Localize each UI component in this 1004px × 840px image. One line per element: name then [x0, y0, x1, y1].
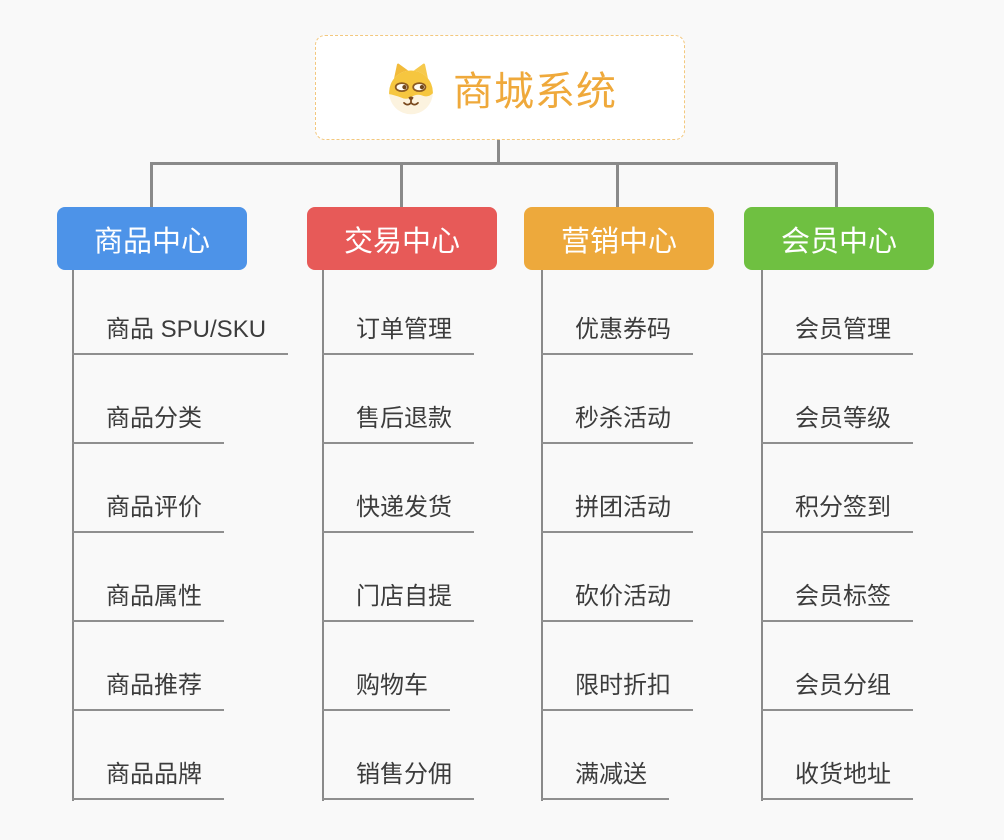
connector-horizontal: [150, 162, 838, 165]
branch-item[interactable]: 售后退款: [322, 403, 474, 444]
branch-node[interactable]: 商品中心: [57, 207, 247, 270]
branch-item[interactable]: 订单管理: [322, 314, 474, 355]
root-title: 商城系统: [453, 69, 617, 114]
branch-item[interactable]: 拼团活动: [541, 492, 693, 533]
connector-stub: [616, 164, 619, 207]
branch-column: 商品 SPU/SKU 商品分类商品评价商品属性商品推荐商品品牌: [72, 270, 314, 801]
branch-item[interactable]: 商品分类: [72, 403, 224, 444]
branch-column: 订单管理售后退款快递发货门店自提购物车销售分佣: [322, 270, 564, 801]
branch-item[interactable]: 商品评价: [72, 492, 224, 533]
branch-item[interactable]: 销售分佣: [322, 759, 474, 800]
branch-item[interactable]: 商品品牌: [72, 759, 224, 800]
branch-item[interactable]: 会员分组: [761, 670, 913, 711]
root-node[interactable]: 商城系统: [315, 35, 685, 140]
branch-item[interactable]: 优惠券码: [541, 314, 693, 355]
branch-item[interactable]: 砍价活动: [541, 581, 693, 622]
branch-item[interactable]: 收货地址: [761, 759, 913, 800]
connector-stub: [835, 164, 838, 207]
branch-item[interactable]: 秒杀活动: [541, 403, 693, 444]
branch-item[interactable]: 满减送: [541, 759, 669, 800]
branch-node[interactable]: 会员中心: [744, 207, 934, 270]
branch-item[interactable]: 会员标签: [761, 581, 913, 622]
branch-item[interactable]: 限时折扣: [541, 670, 693, 711]
branch-item[interactable]: 商品属性: [72, 581, 224, 622]
doge-icon: [389, 63, 433, 114]
connector-stub: [400, 164, 403, 207]
branch-node[interactable]: 交易中心: [307, 207, 497, 270]
connector-root-stub: [497, 140, 500, 165]
branch-column: 会员管理会员等级积分签到会员标签会员分组收货地址: [761, 270, 1003, 801]
branch-item[interactable]: 快递发货: [322, 492, 474, 533]
branch-column: 优惠券码秒杀活动拼团活动砍价活动限时折扣满减送: [541, 270, 783, 801]
branch-node[interactable]: 营销中心: [524, 207, 714, 270]
branch-item[interactable]: 商品 SPU/SKU: [72, 314, 289, 355]
branch-item[interactable]: 购物车: [322, 670, 450, 711]
branch-item[interactable]: 积分签到: [761, 492, 913, 533]
branch-item[interactable]: 会员等级: [761, 403, 913, 444]
branch-item[interactable]: 会员管理: [761, 314, 913, 355]
branch-item[interactable]: 门店自提: [322, 581, 474, 622]
branch-item[interactable]: 商品推荐: [72, 670, 224, 711]
connector-stub: [150, 164, 153, 207]
